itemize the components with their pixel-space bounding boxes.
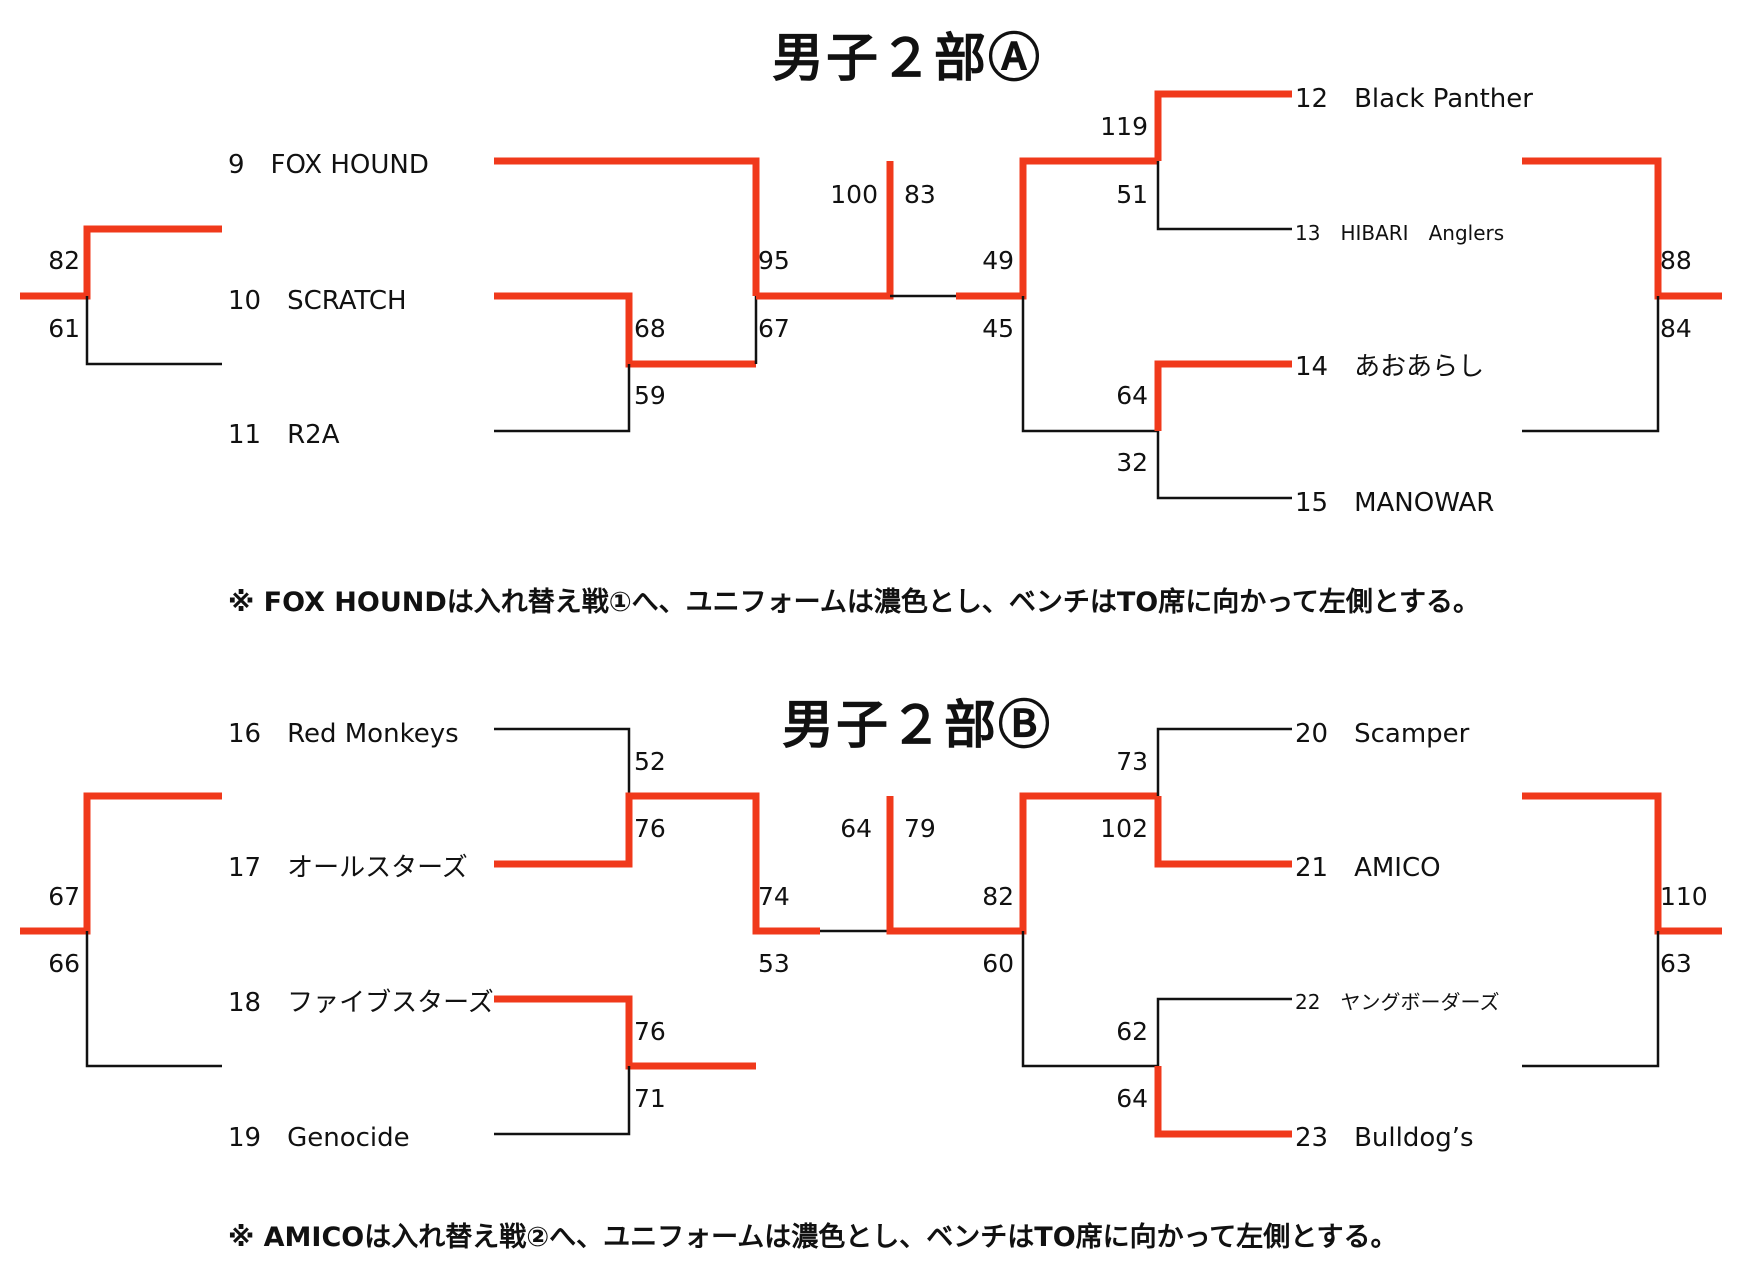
section-b-note: ※ AMICOは入れ替え戦②へ、ユニフォームは濃色とし、ベンチはTO席に向かって… xyxy=(228,1222,1398,1253)
score: 100 xyxy=(830,180,878,209)
team-label: 16 Red Monkeys xyxy=(228,719,459,749)
b-consolation-right-win xyxy=(1522,792,1722,935)
score: 74 xyxy=(758,882,790,911)
section-b-lines xyxy=(20,727,1722,1138)
b-consolation-left-win xyxy=(20,792,222,935)
team-label: 15 MANOWAR xyxy=(1295,488,1495,518)
score: 63 xyxy=(1660,949,1692,978)
a-consolation-right-lose xyxy=(1522,296,1660,433)
score: 119 xyxy=(1100,112,1148,141)
score: 76 xyxy=(634,814,666,843)
team-label: 21 AMICO xyxy=(1295,853,1441,883)
a-semi-right-bottom xyxy=(1021,296,1158,433)
a-final-right xyxy=(956,157,1158,300)
b-r1-right-top-win xyxy=(1154,796,1292,868)
score: 52 xyxy=(634,747,666,776)
team-label: 13 HIBARI Anglers xyxy=(1295,221,1505,245)
team-label: 22 ヤングボーダーズ xyxy=(1295,990,1500,1014)
score: 110 xyxy=(1660,882,1708,911)
a-r1-left-win xyxy=(494,292,756,368)
b-r1-right-bottom-lose xyxy=(1156,997,1292,1066)
score: 82 xyxy=(48,246,80,275)
team-label: 23 Bulldog’s xyxy=(1295,1123,1474,1153)
b-r1-right-bottom-win xyxy=(1154,1066,1292,1138)
a-r1-right-top-win xyxy=(1154,90,1292,161)
b-semi-right-bottom-lose xyxy=(1021,931,1158,1068)
score: 84 xyxy=(1660,314,1692,343)
a-r1-right-top-lose xyxy=(1156,161,1292,231)
section-a-lines xyxy=(20,90,1722,500)
team-label: 14 あおあらし xyxy=(1295,352,1485,382)
score: 73 xyxy=(1116,747,1148,776)
score: 64 xyxy=(840,814,872,843)
b-consolation-right-lose xyxy=(1522,931,1660,1068)
b-r1-right-top-lose xyxy=(1156,727,1292,796)
score: 62 xyxy=(1116,1017,1148,1046)
a-consolation-left-win xyxy=(20,225,222,300)
score: 71 xyxy=(634,1084,666,1113)
a-semi-left-top xyxy=(494,157,760,296)
team-label: 9 FOX HOUND xyxy=(228,150,429,180)
a-r1-left-lose xyxy=(494,364,631,433)
section-a-note: ※ FOX HOUNDは入れ替え戦①へ、ユニフォームは濃色とし、ベンチはTO席に… xyxy=(228,587,1481,618)
score: 95 xyxy=(758,246,790,275)
score: 76 xyxy=(634,1017,666,1046)
score: 82 xyxy=(982,882,1014,911)
score: 60 xyxy=(982,949,1014,978)
team-label: 10 SCRATCH xyxy=(228,286,407,316)
score: 68 xyxy=(634,314,666,343)
team-label: 18 ファイブスターズ xyxy=(228,988,494,1018)
score: 67 xyxy=(758,314,790,343)
section-a-title: 男子２部Ⓐ xyxy=(772,29,1043,89)
score: 51 xyxy=(1116,180,1148,209)
b-r1-bottom-win xyxy=(494,995,756,1070)
a-r1-right-bottom-lose xyxy=(1156,431,1292,500)
score: 45 xyxy=(982,314,1014,343)
score: 53 xyxy=(758,949,790,978)
team-label: 11 R2A xyxy=(228,420,340,450)
a-consolation-right-win xyxy=(1522,157,1722,300)
score: 102 xyxy=(1100,814,1148,843)
b-r1-top-win xyxy=(494,792,820,935)
score: 64 xyxy=(1116,381,1148,410)
team-label: 20 Scamper xyxy=(1295,719,1470,749)
score: 79 xyxy=(904,814,936,843)
team-label: 12 Black Panther xyxy=(1295,84,1533,114)
score: 32 xyxy=(1116,448,1148,477)
score: 66 xyxy=(48,949,80,978)
section-b-title: 男子２部Ⓑ xyxy=(782,696,1053,756)
score: 83 xyxy=(904,180,936,209)
score: 67 xyxy=(48,882,80,911)
team-label: 19 Genocide xyxy=(228,1123,410,1153)
a-r1-right-bottom-win xyxy=(1154,360,1292,431)
team-label: 17 オールスターズ xyxy=(228,853,468,883)
score: 59 xyxy=(634,381,666,410)
b-consolation-left-lose xyxy=(85,931,222,1068)
score: 49 xyxy=(982,246,1014,275)
score: 88 xyxy=(1660,246,1692,275)
a-consolation-left-lose xyxy=(85,296,222,366)
b-r1-top-lose xyxy=(494,727,631,796)
score: 64 xyxy=(1116,1084,1148,1113)
b-r1-bottom-lose xyxy=(494,1066,631,1136)
score: 61 xyxy=(48,314,80,343)
